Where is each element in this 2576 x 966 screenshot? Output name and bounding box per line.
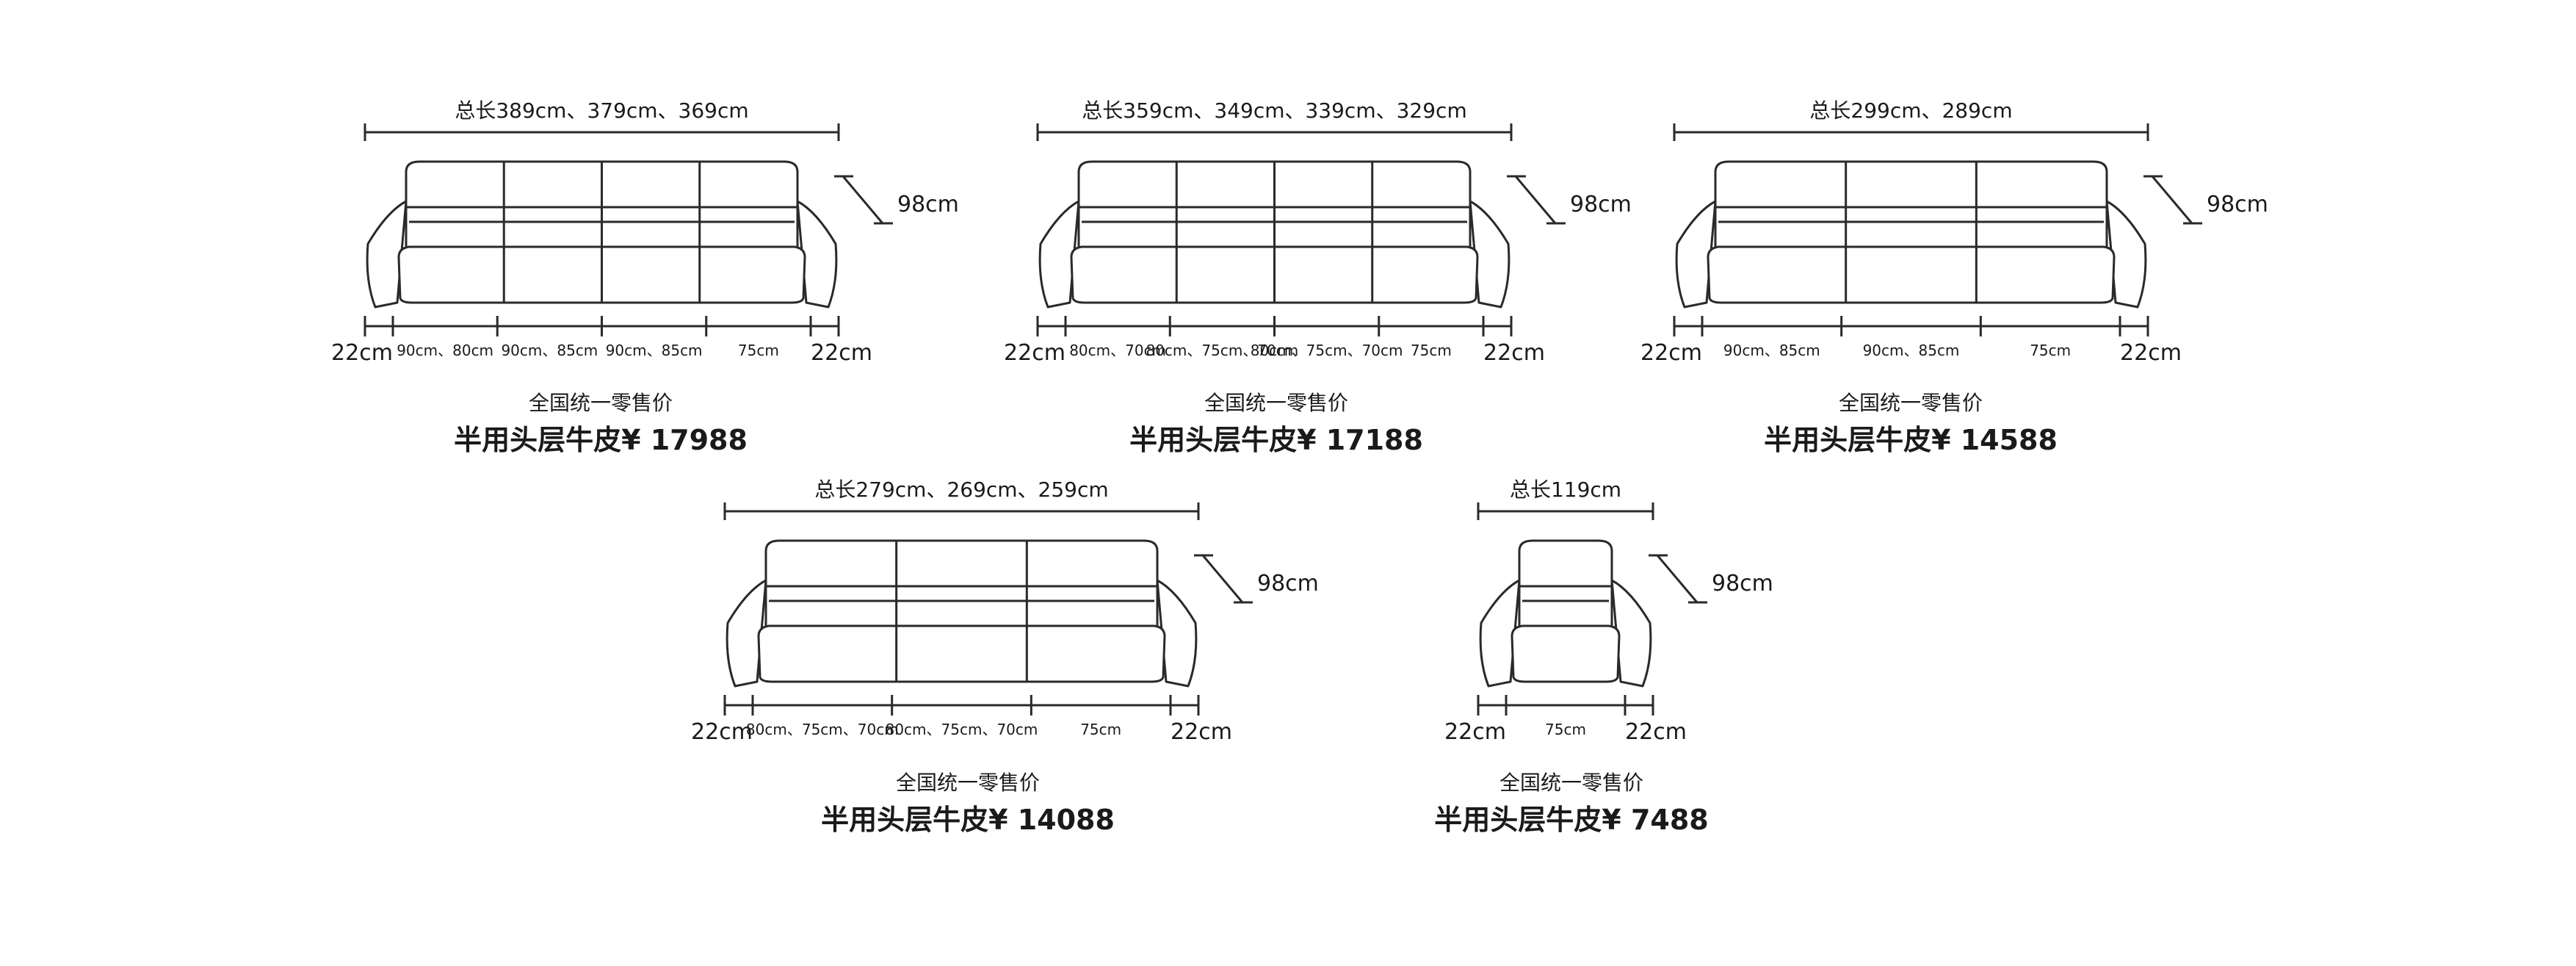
sofa-outline — [1675, 160, 2147, 309]
segment-width: 80cm、75cm、70cm — [746, 721, 899, 738]
height-line — [2151, 176, 2193, 224]
total-length-label: 总长279cm、269cm、259cm — [814, 477, 1108, 502]
sofa-outline — [1038, 160, 1510, 309]
right-arm-width: 22cm — [811, 340, 872, 366]
segment-width: 80cm、75cm、70cm — [1251, 342, 1403, 359]
height-line — [842, 176, 884, 224]
sofa-outline — [726, 539, 1198, 688]
right-arm-width: 22cm — [1625, 719, 1687, 745]
retail-label: 全国统一零售价 — [896, 771, 1040, 795]
left-arm-width: 22cm — [691, 719, 753, 745]
height-label: 98cm — [2207, 192, 2268, 217]
total-length-label: 总长299cm、289cm — [1809, 98, 2012, 123]
segment-width: 75cm — [2030, 342, 2071, 359]
height-label: 98cm — [1712, 571, 1773, 596]
retail-label: 全国统一零售价 — [1839, 391, 1983, 415]
height-line — [1514, 176, 1557, 224]
right-arm-width: 22cm — [2120, 340, 2182, 366]
price-label: 半用头层牛皮¥ 17988 — [454, 424, 748, 456]
segment-width: 80cm、75cm、70cm — [1146, 342, 1298, 359]
segment-width: 75cm — [1411, 342, 1452, 359]
left-arm-width: 22cm — [1444, 719, 1506, 745]
left-arm — [1675, 200, 1717, 309]
total-length-label: 总长119cm — [1510, 477, 1621, 502]
retail-label: 全国统一零售价 — [529, 391, 673, 415]
product-p3: 总长299cm、289cm 22cm 22cm 90cm、85cm 90cm、85cm 7… — [1640, 98, 2268, 456]
left-arm-width: 22cm — [331, 340, 393, 366]
seat-cushion — [757, 624, 1166, 683]
segment-width: 90cm、85cm — [501, 342, 598, 359]
price-label: 半用头层牛皮¥ 14588 — [1764, 424, 2058, 456]
height-line — [1201, 555, 1244, 603]
left-arm-width: 22cm — [1640, 340, 1702, 366]
right-arm — [1469, 200, 1510, 309]
price-label: 半用头层牛皮¥ 7488 — [1434, 804, 1708, 836]
right-arm — [1610, 579, 1652, 688]
height-label: 98cm — [897, 192, 959, 217]
sofa-outline — [366, 160, 838, 309]
height-label: 98cm — [1570, 192, 1632, 217]
left-arm — [366, 200, 408, 309]
price-label: 半用头层牛皮¥ 17188 — [1129, 424, 1423, 456]
segment-width: 90cm、85cm — [606, 342, 703, 359]
right-arm — [796, 200, 838, 309]
total-length-label: 总长359cm、349cm、339cm、329cm — [1082, 98, 1466, 123]
segment-width: 75cm — [1545, 721, 1586, 738]
segment-width: 90cm、85cm — [1863, 342, 1960, 359]
height-line — [1656, 555, 1698, 603]
seat-cushion — [1510, 624, 1621, 683]
right-arm-width: 22cm — [1171, 719, 1232, 745]
segment-width: 90cm、80cm — [397, 342, 493, 359]
total-length-label: 总长389cm、379cm、369cm — [455, 98, 748, 123]
retail-label: 全国统一零售价 — [1499, 771, 1643, 795]
right-arm — [1156, 579, 1198, 688]
left-arm — [726, 579, 767, 688]
sofa-outline — [1479, 539, 1652, 688]
segment-width: 75cm — [738, 342, 779, 359]
right-arm — [2105, 200, 2147, 309]
seat-cushion — [1707, 245, 2116, 304]
height-label: 98cm — [1257, 571, 1319, 596]
left-arm — [1038, 200, 1080, 309]
left-arm-width: 22cm — [1004, 340, 1066, 366]
segment-width: 80cm、70cm — [1069, 342, 1166, 359]
segment-width: 80cm、75cm、70cm — [886, 721, 1038, 738]
right-arm-width: 22cm — [1483, 340, 1545, 366]
price-label: 半用头层牛皮¥ 14088 — [821, 804, 1115, 836]
left-arm — [1479, 579, 1521, 688]
retail-label: 全国统一零售价 — [1204, 391, 1348, 415]
segment-width: 90cm、85cm — [1723, 342, 1820, 359]
segment-width: 75cm — [1080, 721, 1121, 738]
